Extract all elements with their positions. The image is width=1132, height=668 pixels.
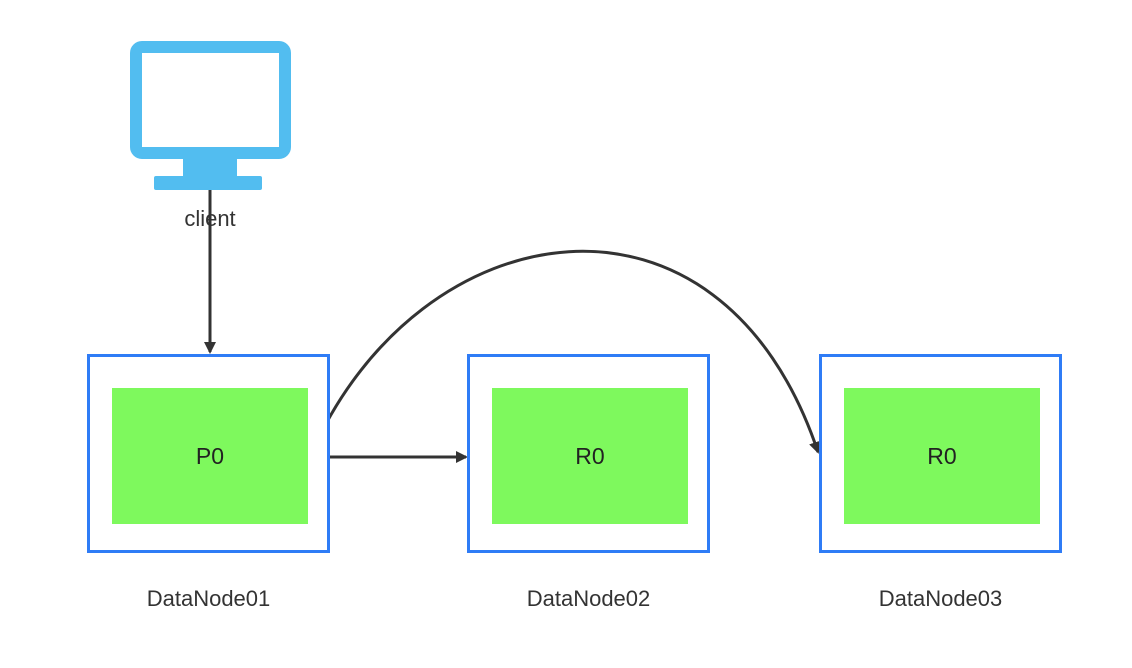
datanode02-label: DataNode02 bbox=[526, 586, 651, 611]
p0-to-datanode03-arrow bbox=[310, 249, 821, 454]
datanode01-label: DataNode01 bbox=[146, 586, 271, 611]
datanode03-label: DataNode03 bbox=[878, 586, 1003, 611]
datanode03-box: R0 bbox=[819, 354, 1062, 553]
replica-shard: R0 bbox=[844, 388, 1040, 524]
primary-shard: P0 bbox=[112, 388, 308, 524]
replica-shard: R0 bbox=[492, 388, 688, 524]
datanode01-box: P0 bbox=[87, 354, 330, 553]
monitor-icon bbox=[130, 41, 291, 190]
client-label: client bbox=[184, 206, 236, 231]
datanode02-box: R0 bbox=[467, 354, 710, 553]
